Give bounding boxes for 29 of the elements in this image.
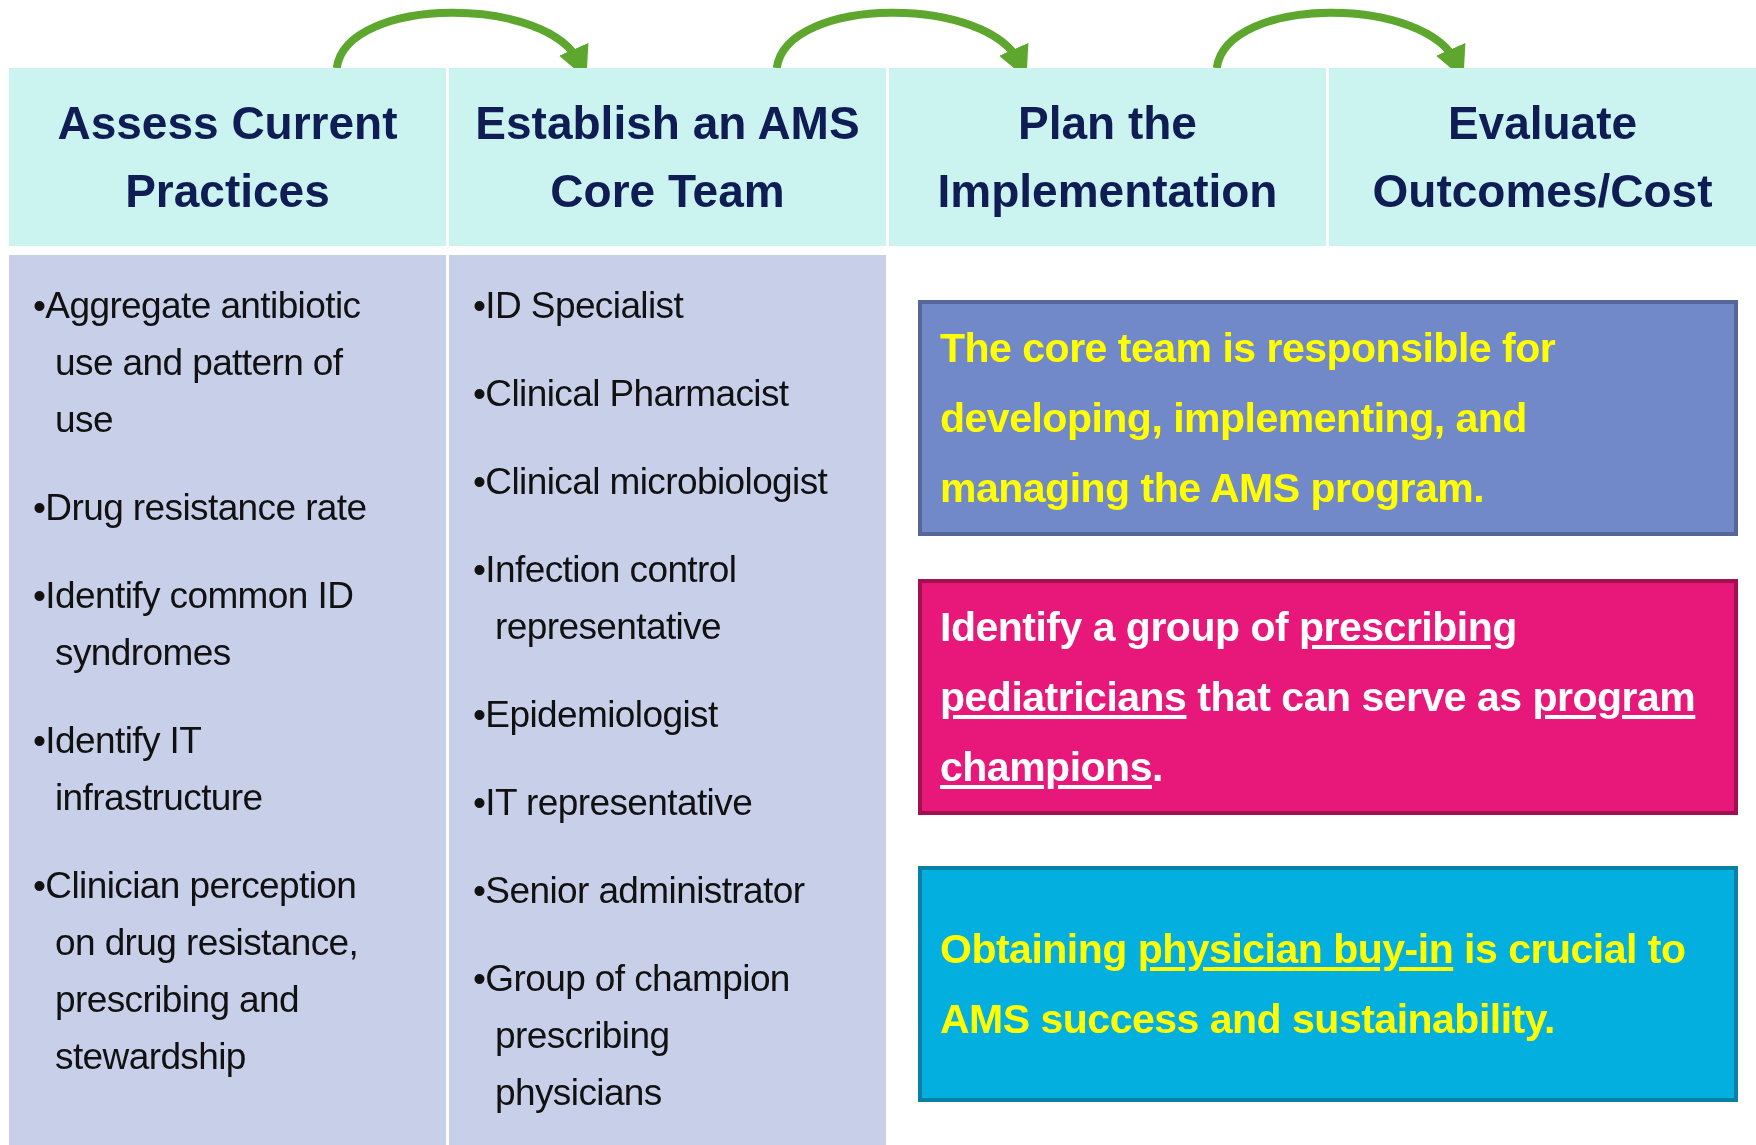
column-header xyxy=(9,68,446,246)
header-title: Assess Current Practices xyxy=(56,96,399,219)
bullet-item: •Group of champion prescribing physicians xyxy=(473,957,791,1115)
bullet-item: •Identify common ID syndromes xyxy=(33,574,355,675)
column-panel xyxy=(449,255,886,1145)
bullet-item: •Clinician perception on drug resistance, prescribing and stewardship xyxy=(33,864,360,1079)
header-title: Establish an AMS Core Team xyxy=(474,96,861,219)
callout-box xyxy=(918,866,1738,1102)
callout-text: Obtaining physician buy-in is crucial to AMS success and sustainability. xyxy=(940,925,1687,1044)
header-title: Evaluate Outcomes/Cost xyxy=(1371,96,1714,219)
bullet-item: •Infection control representative xyxy=(473,548,738,649)
callout-text: Identify a group of prescribing pediatricians that can serve as program champions. xyxy=(940,603,1697,792)
callout-box xyxy=(918,579,1738,815)
bullet-item: •IT representative xyxy=(473,781,754,825)
bullet-item: •Epidemiologist xyxy=(473,693,719,737)
bullet-item: •Aggregate antibiotic use and pattern of use xyxy=(33,284,362,442)
column-header xyxy=(1329,68,1756,246)
bullet-item: •ID Specialist xyxy=(473,284,685,328)
bullet-item: •Clinical microbiologist xyxy=(473,460,829,504)
callout-text: The core team is responsible for developing, implementing, and managing the AMS program. xyxy=(940,324,1557,513)
callout-box xyxy=(918,300,1738,536)
column-panel xyxy=(9,255,446,1145)
bullet-item: •Clinical Pharmacist xyxy=(473,372,790,416)
bullet-item: •Drug resistance rate xyxy=(33,486,368,530)
column-header xyxy=(889,68,1326,246)
bullet-item: •Identify IT infrastructure xyxy=(33,719,264,820)
column-header xyxy=(449,68,886,246)
header-title: Plan the Implementation xyxy=(936,96,1279,219)
bullet-item: •Senior administrator xyxy=(473,869,806,913)
